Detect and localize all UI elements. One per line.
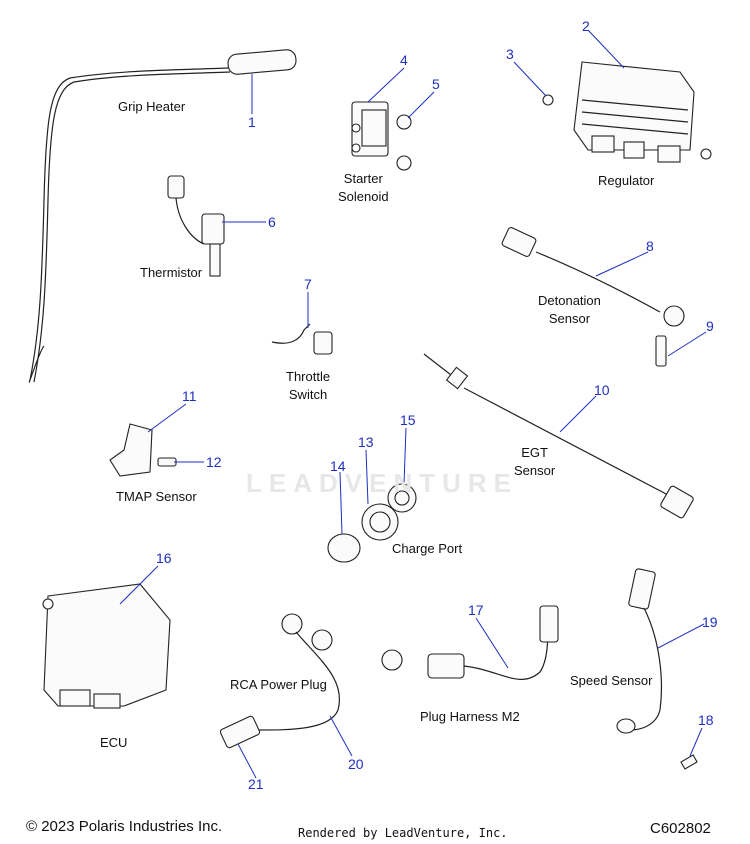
callout-17: 17 — [468, 602, 484, 618]
callout-2: 2 — [582, 18, 590, 34]
callout-9: 9 — [706, 318, 714, 334]
callout-6: 6 — [268, 214, 276, 230]
egt-sensor-part — [423, 353, 694, 519]
regulator-part — [542, 61, 712, 163]
label-egt-sensor: EGT Sensor — [514, 444, 555, 480]
label-detonation-line1: Detonation — [538, 293, 601, 308]
label-starter-line2: Solenoid — [338, 189, 389, 204]
label-plug-harness: Plug Harness M2 — [420, 709, 520, 724]
label-thermistor: Thermistor — [140, 265, 203, 280]
rca-power-plug-part — [219, 613, 340, 749]
callout-16: 16 — [156, 550, 172, 566]
callout-18: 18 — [698, 712, 714, 728]
callout-8: 8 — [646, 238, 654, 254]
ecu-part — [42, 583, 171, 709]
callout-12: 12 — [206, 454, 222, 470]
label-detonation-sensor: Detonation Sensor — [538, 292, 601, 328]
detonation-sensor-part — [501, 227, 685, 367]
label-egt-line1: EGT — [521, 445, 548, 460]
callout-10: 10 — [594, 382, 610, 398]
callout-19: 19 — [702, 614, 718, 630]
leadventure-watermark: LEADVENTURE — [246, 468, 519, 498]
label-detonation-line2: Sensor — [548, 311, 591, 326]
charge-port-part — [327, 483, 417, 563]
callout-7: 7 — [304, 276, 312, 292]
label-speed-sensor: Speed Sensor — [570, 673, 653, 688]
diagram-code: C602802 — [650, 820, 711, 837]
callout-leaders — [119, 29, 707, 779]
label-starter-line1: Starter — [343, 171, 383, 186]
callout-5: 5 — [432, 76, 440, 92]
rendered-by-text: Rendered by LeadVenture, Inc. — [298, 826, 508, 840]
callout-1: 1 — [248, 114, 256, 130]
label-egt-line2: Sensor — [514, 463, 556, 478]
tmap-sensor-part — [109, 423, 177, 477]
callout-14: 14 — [330, 458, 346, 474]
callout-15: 15 — [400, 412, 416, 428]
label-throttle-line2: Switch — [288, 387, 328, 402]
speed-sensor-part — [616, 568, 698, 770]
label-regulator: Regulator — [598, 173, 655, 188]
label-charge-port: Charge Port — [392, 541, 463, 556]
grip-heater-part — [28, 49, 297, 383]
label-starter-solenoid: Starter Solenoid — [338, 170, 389, 206]
label-throttle-line1: Throttle — [286, 369, 331, 384]
starter-solenoid-part — [351, 101, 412, 171]
callout-21: 21 — [248, 776, 264, 792]
label-throttle-switch: Throttle Switch — [286, 368, 330, 404]
copyright-text: © 2023 Polaris Industries Inc. — [26, 818, 223, 835]
callout-13: 13 — [358, 434, 374, 450]
callout-11: 11 — [182, 388, 197, 404]
plug-harness-part — [381, 605, 559, 680]
label-grip-heater: Grip Heater — [118, 99, 186, 114]
callout-3: 3 — [506, 46, 514, 62]
callout-4: 4 — [400, 52, 408, 68]
label-tmap-sensor: TMAP Sensor — [116, 489, 197, 504]
label-rca-power-plug: RCA Power Plug — [230, 677, 327, 692]
thermistor-part — [167, 175, 225, 277]
label-ecu: ECU — [100, 735, 128, 750]
throttle-switch-part — [271, 323, 333, 355]
callout-20: 20 — [348, 756, 364, 772]
